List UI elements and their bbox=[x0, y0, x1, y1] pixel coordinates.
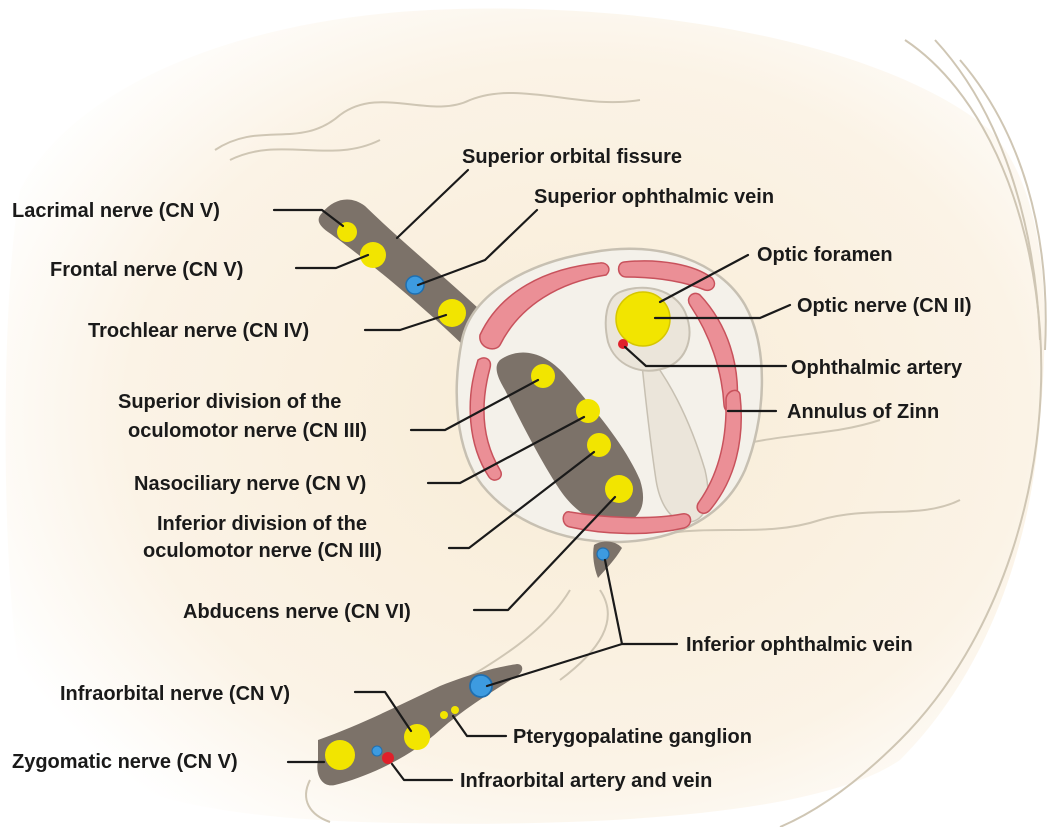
label-trochlear-nerve: Trochlear nerve (CN IV) bbox=[88, 320, 309, 342]
superior-division-oculomotor bbox=[531, 364, 555, 388]
label-inferior-ophthalmic-vein: Inferior ophthalmic vein bbox=[686, 634, 913, 656]
zygomatic-nerve bbox=[325, 740, 355, 770]
label-superior-orbital-fissure: Superior orbital fissure bbox=[462, 146, 682, 168]
label-infraorbital-nerve: Infraorbital nerve (CN V) bbox=[60, 683, 290, 705]
label-superior-division-line1: Superior division of the bbox=[118, 391, 341, 413]
label-optic-foramen: Optic foramen bbox=[757, 244, 893, 266]
label-frontal-nerve: Frontal nerve (CN V) bbox=[50, 259, 243, 281]
pterygopalatine-ganglion-b bbox=[451, 706, 459, 714]
label-annulus-of-zinn: Annulus of Zinn bbox=[787, 401, 939, 423]
label-optic-nerve: Optic nerve (CN II) bbox=[797, 295, 971, 317]
label-inferior-division-line2: oculomotor nerve (CN III) bbox=[143, 540, 382, 562]
inferior-ophthalmic-vein-upper bbox=[597, 548, 609, 560]
label-ophthalmic-artery: Ophthalmic artery bbox=[791, 357, 963, 379]
infraorbital-vein bbox=[372, 746, 382, 756]
label-superior-ophthalmic-vein: Superior ophthalmic vein bbox=[534, 186, 774, 208]
label-lacrimal-nerve: Lacrimal nerve (CN V) bbox=[12, 200, 220, 222]
abducens-nerve bbox=[605, 475, 633, 503]
pterygopalatine-ganglion-a bbox=[440, 711, 448, 719]
superior-ophthalmic-vein bbox=[406, 276, 424, 294]
label-inferior-division-line1: Inferior division of the bbox=[157, 513, 367, 535]
trochlear-nerve bbox=[438, 299, 466, 327]
infraorbital-artery bbox=[382, 752, 394, 764]
label-zygomatic-nerve: Zygomatic nerve (CN V) bbox=[12, 751, 238, 773]
label-abducens-nerve: Abducens nerve (CN VI) bbox=[183, 601, 411, 623]
label-pterygopalatine-ganglion: Pterygopalatine ganglion bbox=[513, 726, 752, 748]
frontal-nerve bbox=[360, 242, 386, 268]
label-infraorbital-artery-vein: Infraorbital artery and vein bbox=[460, 770, 712, 792]
label-superior-division-line2: oculomotor nerve (CN III) bbox=[128, 420, 367, 442]
label-nasociliary-nerve: Nasociliary nerve (CN V) bbox=[134, 473, 366, 495]
